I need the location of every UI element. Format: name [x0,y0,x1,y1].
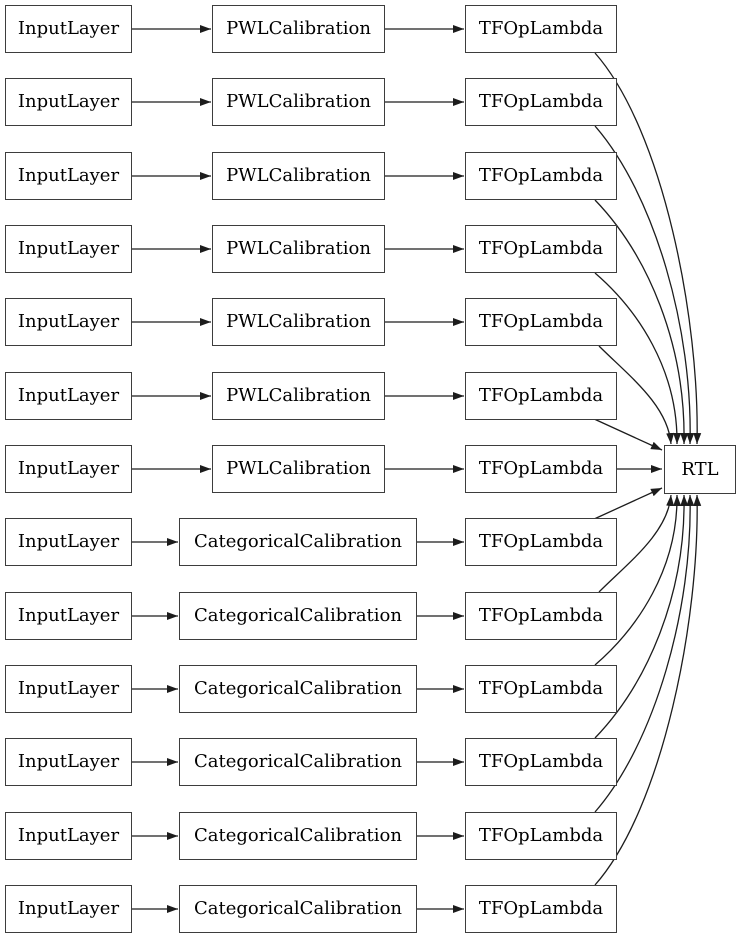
node-tf-op-lambda: TFOpLambda [465,298,617,346]
node-tf-op-lambda: TFOpLambda [465,78,617,126]
edge-op-to-rtl-3 [594,272,682,445]
edge-op-to-rtl-2 [594,199,689,445]
edge-op-to-rtl-12 [594,494,702,886]
node-pwl-calibration: PWLCalibration [212,372,385,420]
node-categorical-calibration: CategoricalCalibration [179,812,417,860]
edge-op-to-rtl-9 [594,494,682,666]
node-pwl-calibration: PWLCalibration [212,5,385,53]
node-tf-op-lambda: TFOpLambda [465,738,617,786]
node-tf-op-lambda: TFOpLambda [465,372,617,420]
node-tf-op-lambda: TFOpLambda [465,225,617,273]
edge-op-to-rtl-8 [598,494,675,593]
edge-op-to-rtl-10 [594,494,689,739]
node-tf-op-lambda: TFOpLambda [465,665,617,713]
node-input-layer: InputLayer [5,885,132,933]
edge-op-to-rtl-4 [598,345,675,445]
node-input-layer: InputLayer [5,225,132,273]
node-tf-op-lambda: TFOpLambda [465,592,617,640]
edge-op-to-rtl-5 [591,417,663,451]
node-categorical-calibration: CategoricalCalibration [179,885,417,933]
node-tf-op-lambda: TFOpLambda [465,812,617,860]
node-input-layer: InputLayer [5,592,132,640]
node-input-layer: InputLayer [5,812,132,860]
node-input-layer: InputLayer [5,665,132,713]
edge-op-to-rtl-7 [591,487,663,521]
node-input-layer: InputLayer [5,78,132,126]
node-input-layer: InputLayer [5,372,132,420]
node-categorical-calibration: CategoricalCalibration [179,665,417,713]
node-tf-op-lambda: TFOpLambda [465,152,617,200]
node-input-layer: InputLayer [5,152,132,200]
node-categorical-calibration: CategoricalCalibration [179,738,417,786]
node-tf-op-lambda: TFOpLambda [465,5,617,53]
node-input-layer: InputLayer [5,445,132,493]
edge-op-to-rtl-1 [594,125,695,445]
node-input-layer: InputLayer [5,518,132,566]
node-pwl-calibration: PWLCalibration [212,225,385,273]
node-tf-op-lambda: TFOpLambda [465,518,617,566]
node-categorical-calibration: CategoricalCalibration [179,518,417,566]
node-pwl-calibration: PWLCalibration [212,445,385,493]
node-pwl-calibration: PWLCalibration [212,152,385,200]
edge-op-to-rtl-11 [594,494,695,813]
node-input-layer: InputLayer [5,298,132,346]
node-tf-op-lambda: TFOpLambda [465,885,617,933]
node-pwl-calibration: PWLCalibration [212,298,385,346]
node-input-layer: InputLayer [5,5,132,53]
node-pwl-calibration: PWLCalibration [212,78,385,126]
edge-op-to-rtl-0 [594,52,702,445]
node-categorical-calibration: CategoricalCalibration [179,592,417,640]
node-rtl: RTL [664,445,736,494]
node-input-layer: InputLayer [5,738,132,786]
node-tf-op-lambda: TFOpLambda [465,445,617,493]
